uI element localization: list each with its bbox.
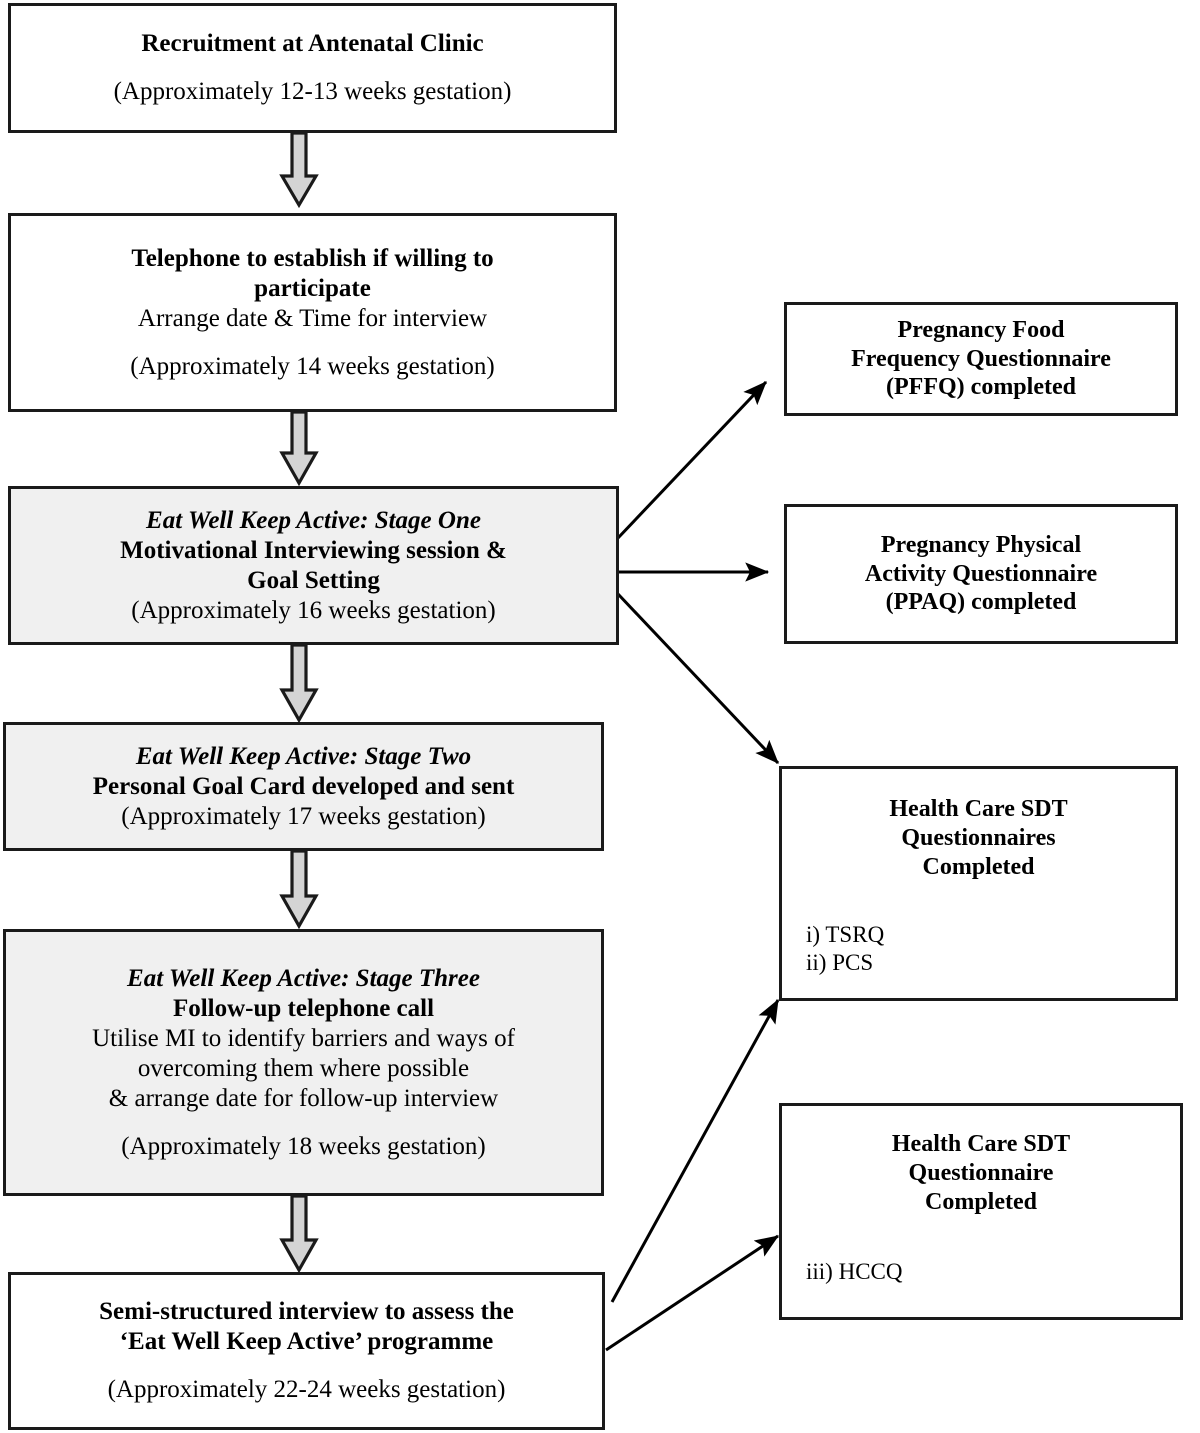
- node-sdt-questionnaire-line-1: Health Care SDT: [891, 1131, 1071, 1157]
- node-sdt-questionnaire-line-2: Questionnaire: [908, 1159, 1054, 1186]
- node-ppaq-line-2: Activity Questionnaire: [864, 560, 1098, 587]
- list-item: ii) PCS: [806, 950, 874, 976]
- node-ppaq[interactable]: Pregnancy Physical Activity Questionnair…: [784, 504, 1178, 644]
- node-pffq-line-1: Pregnancy Food: [897, 316, 1065, 343]
- node-stage-two-line-1: Eat Well Keep Active: Stage Two: [135, 742, 472, 770]
- arrow-interview-to-sdt-questionnaires: [610, 998, 780, 1303]
- arrow-interview-to-sdt-questionnaire: [605, 1234, 780, 1352]
- node-telephone-line-1: Telephone to establish if willing to: [131, 244, 494, 272]
- node-recruitment-line-2: (Approximately 12-13 weeks gestation): [113, 78, 512, 105]
- node-stage-two[interactable]: Eat Well Keep Active: Stage Two Personal…: [3, 722, 604, 851]
- arrow-stage-one-to-pffq: [616, 380, 768, 540]
- node-telephone[interactable]: Telephone to establish if willing to par…: [8, 213, 617, 412]
- node-pffq-line-3: (PFFQ) completed: [886, 374, 1076, 401]
- node-stage-one-line-4: (Approximately 16 weeks gestation): [131, 596, 496, 624]
- node-recruitment-line-1: Recruitment at Antenatal Clinic: [141, 30, 484, 57]
- node-stage-three-line-6: (Approximately 18 weeks gestation): [121, 1132, 486, 1160]
- node-stage-three-line-5: & arrange date for follow-up interview: [108, 1084, 499, 1112]
- node-sdt-questionnaire-line-3: Completed: [925, 1188, 1037, 1215]
- node-ppaq-line-1: Pregnancy Physical: [880, 531, 1082, 558]
- list-item: i) TSRQ: [806, 922, 885, 947]
- node-telephone-line-4: (Approximately 14 weeks gestation): [130, 352, 495, 380]
- block-arrow-telephone-to-stage-one: [279, 410, 319, 487]
- node-stage-one-line-2: Motivational Interviewing session &: [120, 536, 507, 564]
- node-sdt-questionnaires-line-3: Completed: [922, 853, 1035, 880]
- node-interview-line-1: Semi-structured interview to assess the: [99, 1298, 514, 1325]
- node-interview-line-3: (Approximately 22-24 weeks gestation): [107, 1376, 506, 1403]
- node-stage-three-line-3: Utilise MI to identify barriers and ways…: [92, 1024, 515, 1052]
- node-stage-one-line-3: Goal Setting: [247, 566, 380, 594]
- node-sdt-questionnaire[interactable]: Health Care SDT Questionnaire Completed …: [779, 1103, 1183, 1320]
- list-item: iii) HCCQ: [806, 1259, 903, 1284]
- node-recruitment[interactable]: Recruitment at Antenatal Clinic (Approxi…: [8, 3, 617, 133]
- node-stage-two-line-3: (Approximately 17 weeks gestation): [121, 802, 486, 830]
- node-stage-three[interactable]: Eat Well Keep Active: Stage Three Follow…: [3, 929, 604, 1196]
- node-stage-two-line-2: Personal Goal Card developed and sent: [92, 772, 515, 800]
- block-arrow-recruitment-to-telephone: [279, 131, 319, 209]
- block-arrow-stage-three-to-interview: [279, 1194, 319, 1274]
- node-stage-three-line-4: overcoming them where possible: [137, 1054, 470, 1082]
- node-pffq[interactable]: Pregnancy Food Frequency Questionnaire (…: [784, 302, 1178, 416]
- node-stage-one[interactable]: Eat Well Keep Active: Stage One Motivati…: [8, 486, 619, 645]
- node-ppaq-line-3: (PPAQ) completed: [885, 589, 1077, 616]
- node-sdt-questionnaires-line-1: Health Care SDT: [889, 796, 1068, 822]
- node-telephone-line-3: Arrange date & Time for interview: [137, 304, 488, 332]
- node-semi-structured-interview[interactable]: Semi-structured interview to assess the …: [8, 1272, 605, 1430]
- sdt-questionnaire-item-list: iii) HCCQ: [806, 1258, 902, 1286]
- node-telephone-line-2: participate: [254, 274, 371, 302]
- node-pffq-line-2: Frequency Questionnaire: [851, 345, 1111, 372]
- node-stage-one-line-1: Eat Well Keep Active: Stage One: [146, 506, 481, 534]
- sdt-questionnaires-item-list: i) TSRQ ii) PCS: [806, 921, 884, 977]
- node-interview-line-2: ‘Eat Well Keep Active’ programme: [119, 1328, 494, 1355]
- block-arrow-stage-one-to-stage-two: [279, 643, 319, 724]
- node-sdt-questionnaires[interactable]: Health Care SDT Questionnaires Completed…: [779, 766, 1178, 1001]
- block-arrow-stage-two-to-stage-three: [279, 849, 319, 930]
- node-stage-three-line-2: Follow-up telephone call: [172, 994, 435, 1022]
- node-stage-three-line-1: Eat Well Keep Active: Stage Three: [127, 964, 480, 992]
- arrow-stage-one-to-sdt-questionnaires: [616, 592, 780, 765]
- node-sdt-questionnaires-line-2: Questionnaires: [901, 824, 1056, 851]
